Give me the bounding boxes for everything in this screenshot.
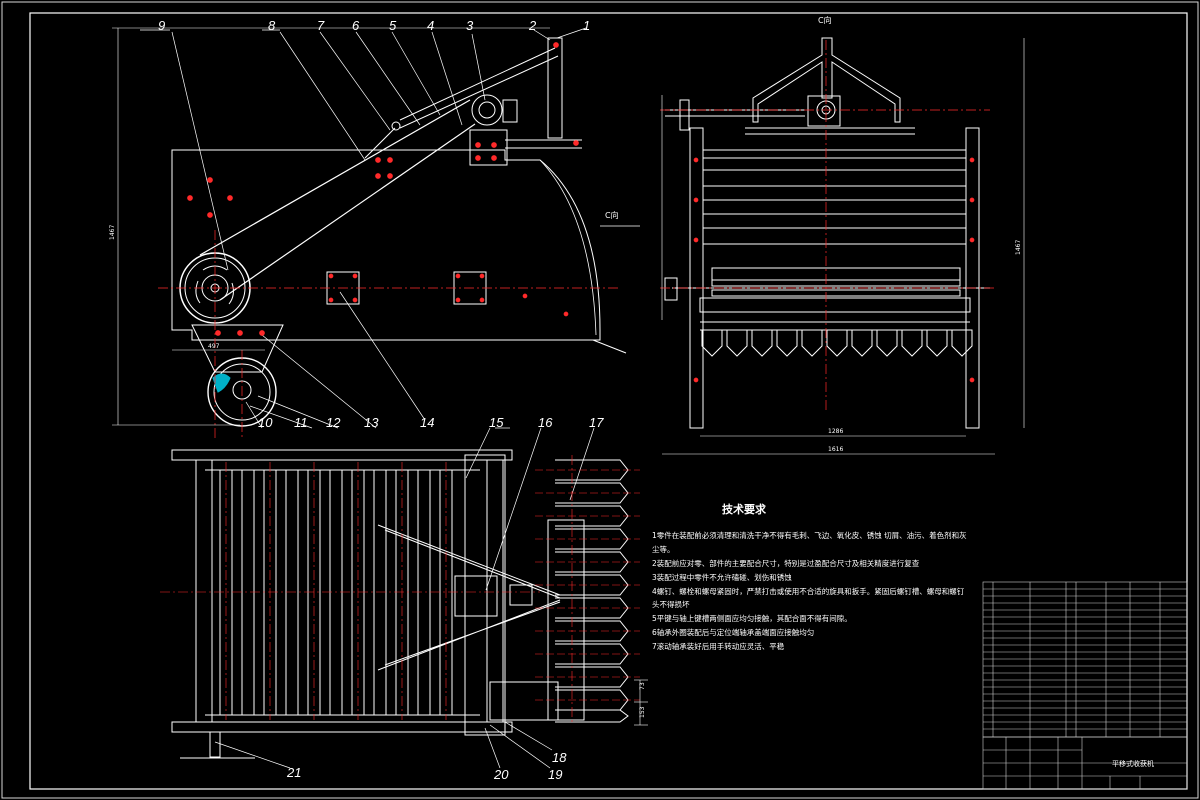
tech-req-line-1: 1零件在装配前必须清理和清洗干净不得有毛刺、飞边、氧化皮、锈蚀 切屑、油污、着色… <box>652 530 967 540</box>
balloon-10: 10 <box>258 415 273 430</box>
balloon-5: 5 <box>389 18 397 33</box>
dim-right-width-outer: 1616 <box>828 446 843 453</box>
tech-req-line-9: 7滚动轴承装好后用手转动应灵活、平稳 <box>652 641 785 651</box>
tech-req-line-4: 3装配过程中零件不允许磕碰、划伤和锈蚀 <box>652 572 792 582</box>
balloon-21: 21 <box>286 765 301 780</box>
balloon-18: 18 <box>552 750 567 765</box>
front-view-centerlines <box>158 42 640 440</box>
tech-requirements: 技术要求 1零件在装配前必须清理和清洗干净不得有毛刺、飞边、氧化皮、锈蚀 切屑、… <box>652 502 967 651</box>
side-view-dimensions <box>661 38 1025 455</box>
dim-right-width-inner: 1286 <box>828 428 843 435</box>
balloon-19: 19 <box>548 767 562 782</box>
balloon-6: 6 <box>352 18 360 33</box>
dim-plan-a: 73 <box>639 682 646 690</box>
front-view <box>140 27 627 429</box>
balloon-17: 17 <box>589 415 604 430</box>
balloon-4: 4 <box>427 18 434 33</box>
balloon-11: 11 <box>294 415 308 430</box>
balloon-1: 1 <box>583 18 590 33</box>
tech-req-line-2: 尘等。 <box>652 544 675 554</box>
balloon-15: 15 <box>489 415 504 430</box>
view-label-side: C向 <box>605 210 619 220</box>
balloon-9: 9 <box>158 18 165 33</box>
side-view <box>664 37 990 429</box>
balloon-12: 12 <box>326 415 341 430</box>
tech-req-line-3: 2装配前应对零、部件的主要配合尺寸，特别是过盈配合尺寸及相关精度进行复查 <box>652 558 920 568</box>
side-view-centerlines <box>660 40 995 410</box>
parts-list <box>982 581 1188 738</box>
dim-left-height: 1467 <box>109 225 116 240</box>
plan-view <box>171 427 629 769</box>
plan-view-dimensions <box>634 679 648 726</box>
drawing-frame <box>29 12 1188 790</box>
balloon-8: 8 <box>268 18 276 33</box>
balloon-7: 7 <box>317 18 325 33</box>
tech-req-title: 技术要求 <box>722 502 767 516</box>
tech-req-line-7: 5平键与轴上键槽两侧面应均匀接触，其配合面不得有间隙。 <box>652 613 852 623</box>
plan-view-centerlines <box>160 455 640 725</box>
balloon-14: 14 <box>420 415 434 430</box>
balloon-labels: 1 2 3 4 5 6 7 8 9 10 11 12 13 14 15 16 1… <box>158 18 604 782</box>
dim-right-height: 1467 <box>1015 240 1022 255</box>
tech-req-line-6: 头不得损坏 <box>652 599 690 609</box>
balloon-2: 2 <box>528 18 537 33</box>
dimension-texts: 1467 497 1467 1286 1616 73 153 C向 C向 <box>109 15 1022 718</box>
tech-req-line-5: 4螺钉、螺栓和螺母紧固时，严禁打击或使用不合适的旋具和扳手。紧固后螺钉槽、螺母和… <box>652 586 965 596</box>
title-block <box>982 736 1188 790</box>
balloon-3: 3 <box>466 18 474 33</box>
title-block-name: 平移式收获机 <box>1112 759 1154 768</box>
balloon-16: 16 <box>538 415 553 430</box>
dim-front-small: 497 <box>208 343 220 350</box>
front-view-dimensions <box>112 27 550 426</box>
dim-plan-b: 153 <box>639 706 646 718</box>
tech-req-line-8: 6轴承外圈装配后与定位端轴承盖端面应接触均匀 <box>652 627 814 637</box>
balloon-13: 13 <box>364 415 379 430</box>
balloon-20: 20 <box>493 767 509 782</box>
view-label-top: C向 <box>818 15 832 25</box>
